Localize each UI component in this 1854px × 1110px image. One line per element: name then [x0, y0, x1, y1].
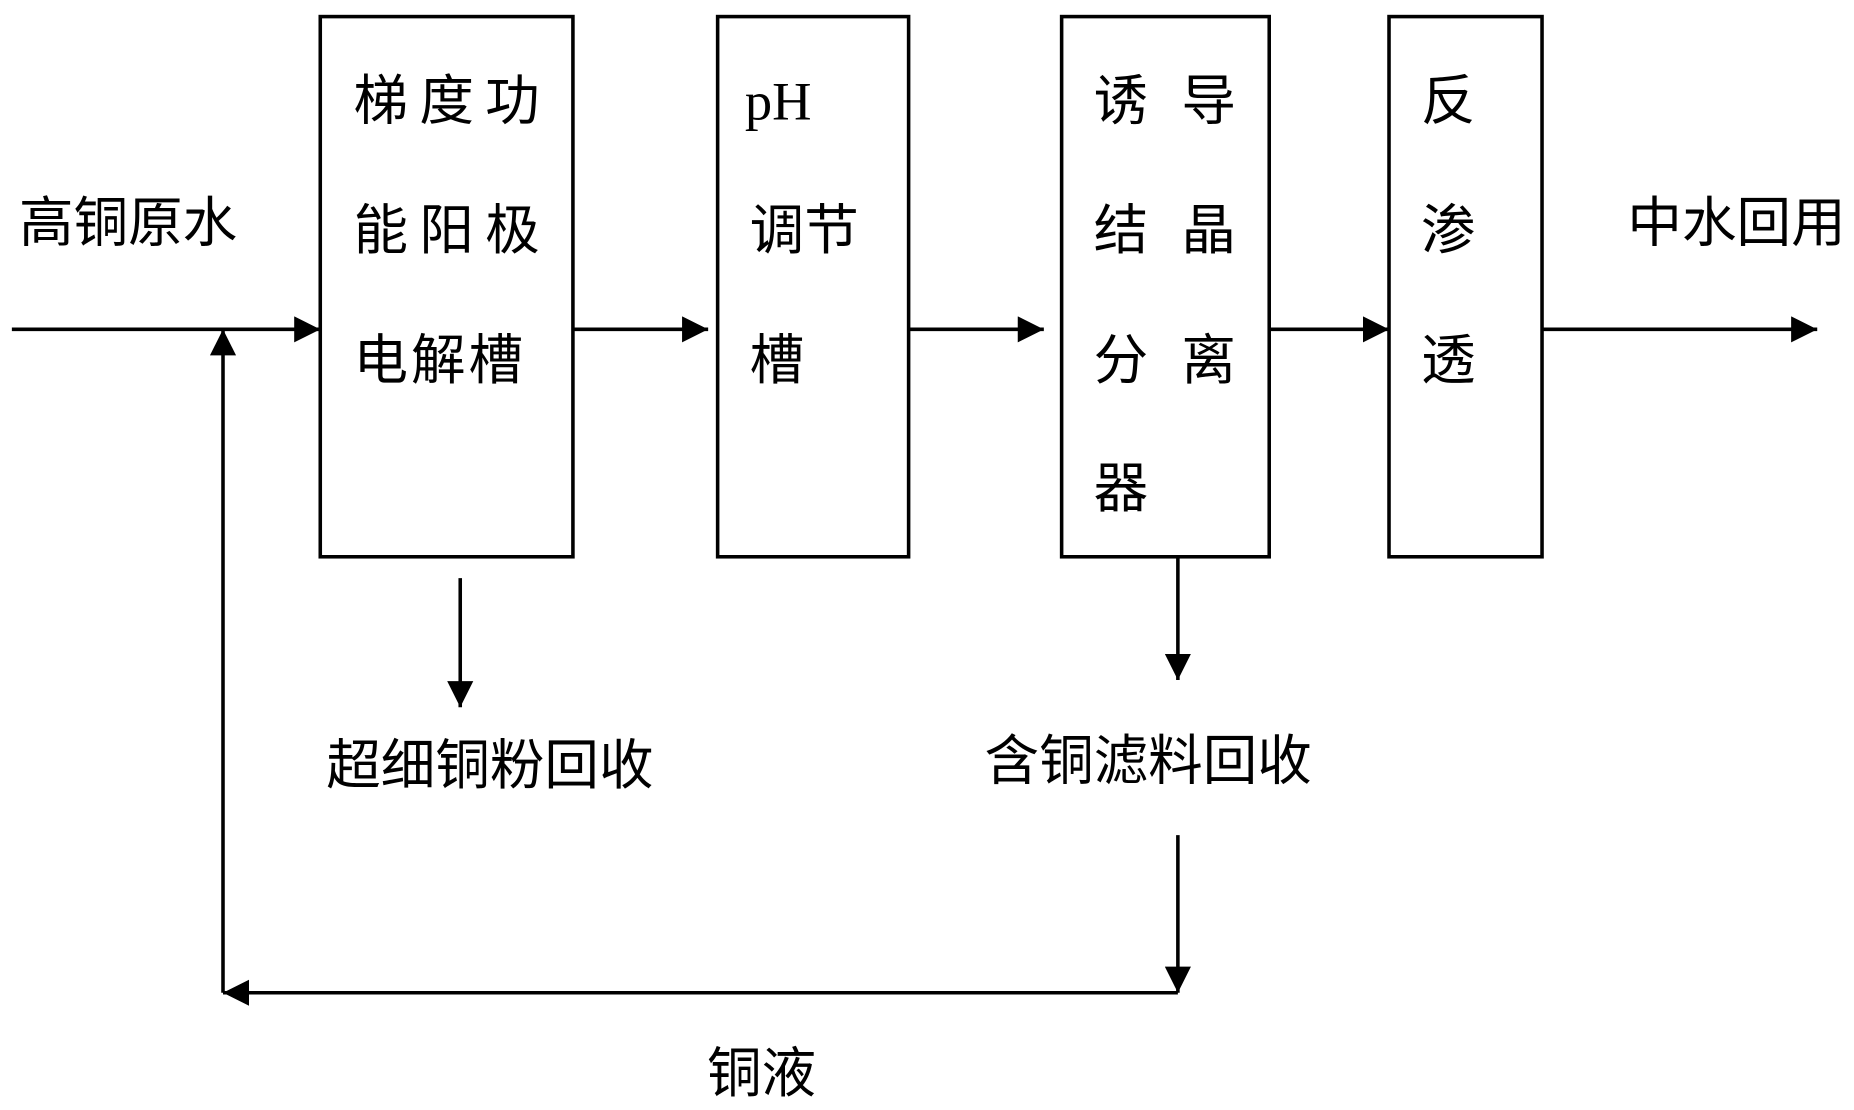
electrolyzer-line-1: 梯度功 — [353, 69, 539, 133]
electrolyzer-line-2: 能阳极 — [353, 198, 539, 262]
ro-box — [1387, 14, 1544, 559]
crystallizer-col1-3: 分 — [1094, 328, 1149, 392]
ro-line-3: 透 — [1421, 328, 1476, 392]
ro-line-1: 反 — [1421, 69, 1476, 133]
ph-tank-line-2: 调节 — [750, 198, 859, 262]
crystallizer-col1-4: 器 — [1094, 456, 1149, 520]
crystallizer-col1-1: 诱 — [1094, 69, 1149, 133]
ph-tank-box — [715, 14, 911, 559]
copper-powder-label: 超细铜粉回收 — [326, 733, 653, 797]
crystallizer-col1-2: 结 — [1094, 198, 1149, 262]
electrolyzer-box — [318, 14, 575, 559]
ph-tank-line-3: 槽 — [750, 328, 805, 392]
crystallizer-col2-1: 导 — [1181, 69, 1236, 133]
filter-material-label: 含铜滤料回收 — [985, 729, 1312, 793]
output-label: 中水回用 — [1627, 191, 1845, 255]
crystallizer-col2-3: 离 — [1181, 328, 1236, 392]
electrolyzer-line-3: 电解槽 — [353, 328, 523, 392]
ro-line-2: 渗 — [1421, 198, 1476, 262]
crystallizer-col2-2: 晶 — [1181, 198, 1236, 262]
copper-liquid-label: 铜液 — [707, 1041, 816, 1105]
input-label: 高铜原水 — [19, 191, 237, 255]
ph-tank-line-1: pH — [745, 71, 812, 132]
crystallizer-box — [1059, 14, 1271, 559]
